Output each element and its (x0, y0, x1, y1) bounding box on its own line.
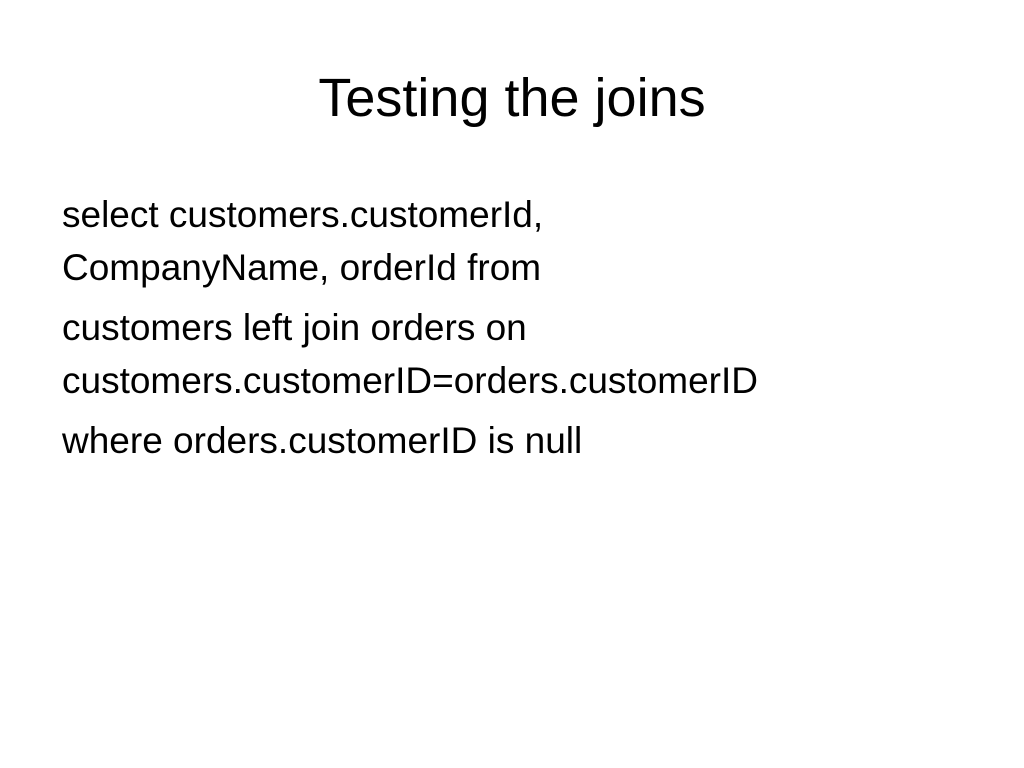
sql-select-line: select customers.customerId, (62, 194, 544, 235)
sql-where-line: where orders.customerID is null (62, 420, 583, 461)
sql-where-paragraph: where orders.customerID is null (62, 414, 1002, 467)
sql-join-condition-line: customers.customerID=orders.customerID (62, 360, 759, 401)
slide-body: select customers.customerId, CompanyName… (62, 188, 1002, 474)
sql-select-paragraph: select customers.customerId, CompanyName… (62, 188, 1002, 294)
sql-select-continuation-line: CompanyName, orderId from (62, 247, 542, 288)
slide-title: Testing the joins (318, 68, 706, 128)
sql-join-line: customers left join orders on (62, 307, 527, 348)
sql-join-paragraph: customers left join orders on customers.… (62, 301, 1002, 407)
